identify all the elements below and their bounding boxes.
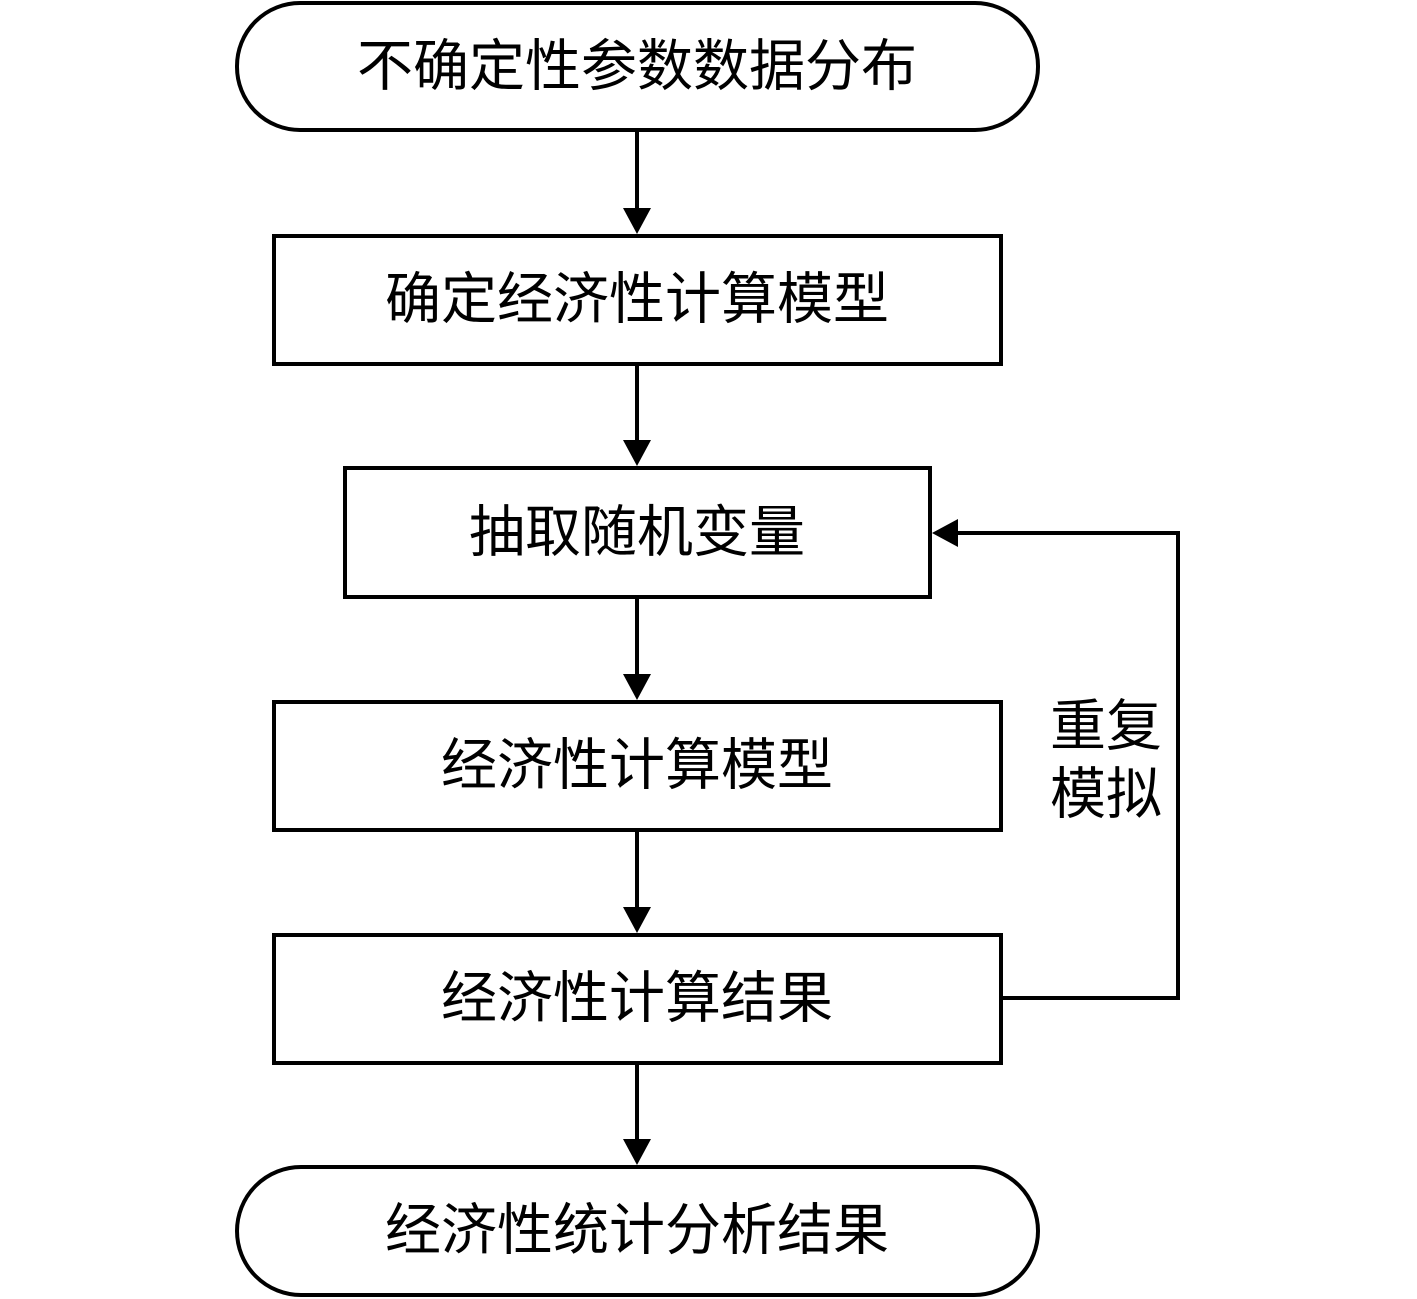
sample-node: 抽取随机变量: [343, 466, 932, 599]
arrowhead-down-icon: [623, 208, 651, 234]
result-label: 经济性计算结果: [441, 967, 833, 1032]
arrowhead-down-icon: [623, 1139, 651, 1165]
loop-label-line2: 模拟: [1050, 763, 1162, 828]
loop-arrow: [932, 519, 1180, 1000]
result-node: 经济性计算结果: [272, 933, 1003, 1065]
loop-label: 重复 模拟: [1050, 695, 1162, 828]
define-model-box: [272, 234, 1003, 366]
arrow-define-to-sample: [623, 364, 651, 466]
start-node: 不确定性参数数据分布: [235, 1, 1040, 132]
arrowhead-down-icon: [623, 674, 651, 700]
define-model-label: 确定经济性计算模型: [385, 268, 889, 333]
arrowhead-left-icon: [932, 519, 958, 547]
arrow-start-to-define: [623, 130, 651, 234]
start-node-label: 不确定性参数数据分布: [357, 35, 917, 100]
arrow-sample-to-model: [623, 597, 651, 700]
define-model-node: 确定经济性计算模型: [272, 234, 1003, 366]
loop-label-line1: 重复: [1050, 695, 1162, 760]
end-node: 经济性统计分析结果: [235, 1165, 1040, 1297]
result-box: [272, 933, 1003, 1065]
end-node-label: 经济性统计分析结果: [385, 1199, 889, 1264]
arrow-result-to-end: [623, 1063, 651, 1165]
end-terminator: [235, 1165, 1040, 1297]
model-node: 经济性计算模型: [272, 700, 1003, 832]
model-label: 经济性计算模型: [441, 734, 833, 799]
arrowhead-down-icon: [623, 440, 651, 466]
arrow-model-to-result: [623, 830, 651, 933]
arrowhead-down-icon: [623, 907, 651, 933]
model-box: [272, 700, 1003, 832]
sample-label: 抽取随机变量: [469, 501, 805, 566]
